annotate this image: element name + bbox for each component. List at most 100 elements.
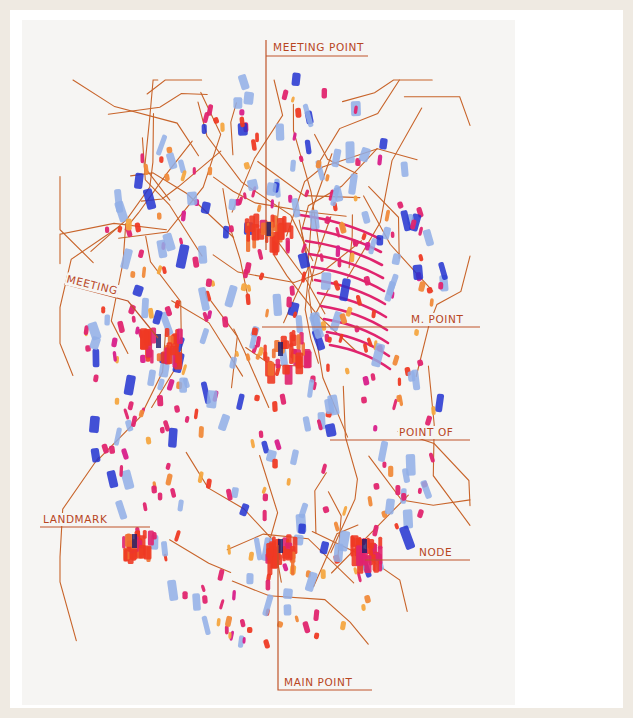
building-mark: [228, 199, 236, 211]
building-mark: [305, 139, 312, 154]
building-mark: [263, 639, 271, 649]
building-mark: [321, 272, 332, 290]
building-mark: [418, 226, 423, 236]
building-mark: [123, 408, 130, 420]
building-mark: [322, 88, 328, 99]
street-line: [369, 187, 400, 259]
building-mark: [239, 116, 245, 127]
building-mark: [431, 406, 436, 415]
building-mark: [252, 327, 259, 336]
building-mark: [272, 459, 278, 469]
building-mark: [376, 235, 383, 246]
building-mark: [228, 632, 231, 639]
building-mark: [324, 398, 335, 414]
street-line: [314, 525, 358, 587]
street-line: [147, 80, 202, 94]
building-mark: [115, 500, 128, 521]
building-mark: [291, 72, 301, 86]
building-mark: [361, 211, 371, 225]
building-mark: [198, 287, 210, 312]
building-mark: [342, 506, 348, 516]
building-mark: [284, 604, 292, 615]
building-mark: [313, 632, 319, 639]
building-mark: [112, 351, 117, 362]
building-mark: [330, 185, 340, 207]
building-mark: [279, 393, 286, 405]
building-mark: [373, 483, 380, 490]
building-mark: [321, 569, 326, 579]
building-mark: [217, 569, 225, 582]
building-mark: [167, 579, 179, 601]
street-line: [232, 581, 368, 644]
building-mark: [331, 148, 342, 167]
building-mark: [240, 283, 247, 292]
building-mark: [354, 105, 359, 114]
building-mark: [338, 257, 342, 267]
building-mark: [192, 593, 201, 611]
building-mark: [426, 287, 433, 294]
building-mark: [192, 256, 199, 268]
building-mark: [379, 138, 388, 150]
building-mark: [382, 462, 386, 469]
building-mark: [398, 394, 403, 406]
building-mark: [417, 359, 424, 367]
building-mark: [391, 253, 401, 265]
building-mark: [263, 493, 269, 501]
building-mark: [166, 379, 175, 392]
building-mark: [104, 314, 110, 325]
building-mark: [333, 521, 340, 532]
building-mark: [199, 328, 209, 345]
building-mark: [362, 376, 369, 386]
building-mark: [340, 621, 347, 631]
building-mark: [325, 423, 337, 437]
building-mark: [194, 408, 199, 419]
building-mark: [109, 445, 116, 454]
building-mark: [255, 132, 259, 142]
leader-line: [278, 545, 372, 690]
hotspot-mark: [289, 332, 292, 348]
building-mark: [378, 440, 389, 462]
building-mark: [422, 229, 434, 247]
building-mark: [361, 604, 366, 611]
hotspot-mark: [175, 345, 179, 363]
street-line: [142, 138, 202, 256]
building-mark: [213, 116, 220, 124]
building-mark: [159, 156, 164, 163]
hotspot-mark: [148, 531, 154, 546]
street-line: [428, 366, 470, 525]
building-mark: [233, 97, 242, 109]
building-mark: [138, 409, 144, 417]
hotspot-core: [132, 534, 137, 548]
street-line: [60, 223, 167, 263]
street-line: [332, 495, 409, 573]
building-mark: [345, 306, 353, 317]
building-mark: [298, 502, 308, 518]
leader-line: [40, 526, 150, 527]
building-mark: [276, 123, 285, 140]
building-mark: [175, 244, 189, 269]
building-mark: [134, 222, 141, 233]
street-line: [108, 94, 207, 115]
hotspot-mark: [157, 353, 162, 361]
building-mark: [326, 364, 330, 373]
building-mark: [130, 271, 135, 278]
building-mark: [235, 350, 240, 357]
hotspot-mark: [124, 549, 128, 562]
building-mark: [355, 295, 362, 307]
building-mark: [289, 285, 295, 296]
building-mark: [418, 488, 423, 495]
building-mark: [274, 439, 282, 451]
building-mark: [272, 294, 282, 316]
street-line: [284, 154, 332, 323]
building-mark: [202, 112, 209, 124]
building-mark: [428, 452, 435, 463]
building-mark: [202, 124, 207, 134]
building-mark: [281, 89, 288, 100]
hotspot-mark: [282, 365, 290, 375]
street-lines: [60, 80, 470, 644]
street-line: [214, 177, 347, 216]
building-mark: [417, 509, 425, 519]
building-mark: [229, 630, 234, 641]
building-mark: [418, 281, 426, 292]
building-mark: [168, 428, 178, 448]
